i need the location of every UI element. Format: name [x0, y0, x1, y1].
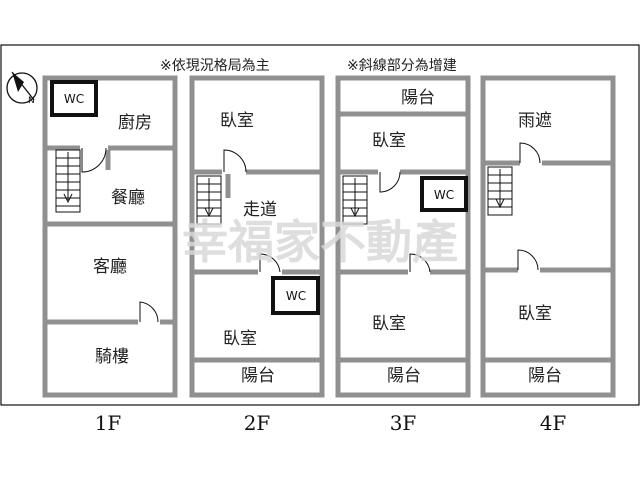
floor-3f-balcony-rear-label: 陽台 — [387, 366, 421, 386]
floor-1f-wc-box — [50, 80, 98, 117]
floor-4f-bedroom-label: 臥室 — [518, 304, 552, 324]
floor-1f-living-label: 客廳 — [93, 257, 127, 277]
floor-1f-stairs — [55, 149, 81, 213]
floor-1f-doors — [81, 147, 159, 323]
floor-3f-balcony-front-label: 陽台 — [401, 88, 435, 108]
floor-3f-interior-walls — [340, 111, 466, 363]
floor-2f-walls — [189, 75, 325, 398]
floor-2f-stairs — [196, 175, 222, 225]
floor-2f-bedroom-front-label: 臥室 — [220, 111, 254, 131]
floor-2f: WC 臥室 走道 臥室 陽台 — [189, 75, 325, 398]
floor-2f-interior-walls — [194, 169, 320, 363]
floor-2f-wc-label: WC — [286, 289, 306, 303]
floor-3f-bedroom-front-label: 臥室 — [372, 131, 406, 151]
floor-4f-walls — [480, 75, 616, 398]
compass-icon: N — [6, 71, 38, 106]
floor-1f-title: 1F — [95, 411, 122, 435]
floor-3f-walls — [335, 75, 471, 398]
floor-4f-canopy-label: 雨遮 — [518, 111, 552, 131]
floor-4f-title: 4F — [540, 411, 567, 435]
floor-1f-arcade-label: 騎樓 — [95, 347, 129, 367]
floor-1f-interior-walls — [47, 145, 173, 325]
floor-3f-stairs — [342, 175, 368, 225]
floor-3f-title: 3F — [390, 411, 417, 435]
diagram-frame — [0, 44, 640, 406]
floor-4f-interior-walls — [485, 160, 611, 363]
floor-4f-balcony-label: 陽台 — [528, 366, 562, 386]
floor-1f: WC 廚房 餐廳 客廳 騎樓 — [42, 75, 178, 398]
compass-north-label: N — [28, 96, 35, 106]
floor-2f-wc-box — [271, 276, 320, 315]
floor-1f-wc-label: WC — [64, 92, 84, 106]
watermark: 幸福家不動產 — [182, 215, 458, 269]
floor-3f-doors — [379, 171, 431, 273]
floor-2f-title: 2F — [244, 411, 271, 435]
floor-2f-bedroom-rear-label: 臥室 — [223, 329, 257, 349]
addition-note: ※斜線部分為增建 — [347, 58, 457, 74]
floor-4f-stairs — [487, 166, 513, 216]
floor-3f-bedroom-rear-label: 臥室 — [372, 314, 406, 334]
floor-4f-doors — [517, 142, 541, 271]
floor-3f-wc-label: WC — [434, 188, 454, 202]
floor-2f-doors — [223, 149, 281, 273]
floor-3f-wc-box — [420, 176, 468, 212]
floor-2f-balcony-label: 陽台 — [241, 366, 275, 386]
floor-1f-kitchen-label: 廚房 — [118, 112, 152, 133]
layout-note: ※依現況格局為主 — [160, 58, 270, 74]
floor-1f-walls — [42, 75, 178, 398]
floor-1f-dining-label: 餐廳 — [111, 188, 145, 208]
floor-3f: WC 陽台 臥室 臥室 陽台 — [335, 75, 471, 398]
floor-4f: 雨遮 臥室 陽台 — [480, 75, 616, 398]
floor-2f-corridor-label: 走道 — [243, 200, 277, 220]
